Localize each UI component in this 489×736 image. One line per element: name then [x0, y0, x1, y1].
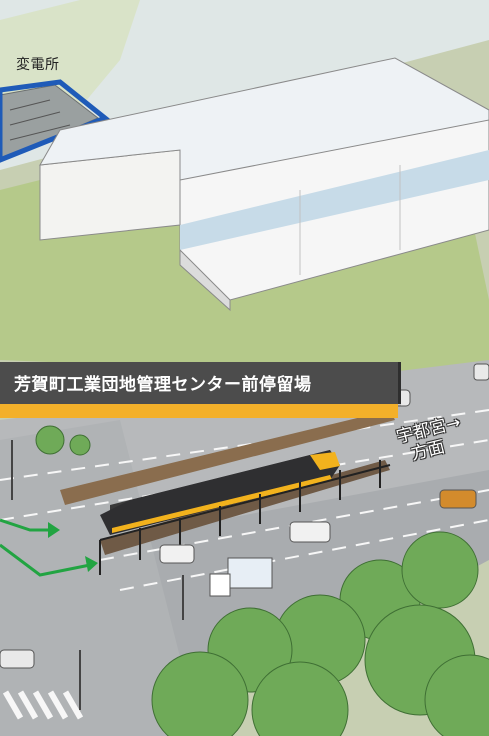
- trees: [35, 425, 489, 736]
- station-name: 芳賀町工業団地管理センター前停留場: [14, 375, 312, 395]
- factory-building: [39, 57, 489, 312]
- utility-poles: [11, 440, 184, 710]
- route-arrows: [0, 518, 98, 577]
- station-banner-accent: [0, 404, 398, 418]
- tram-stop: [60, 410, 395, 575]
- station-name-banner: 芳賀町工業団地管理センター前停留場: [0, 362, 401, 404]
- substation-label: 変電所: [16, 57, 60, 73]
- substation-area: [0, 0, 140, 163]
